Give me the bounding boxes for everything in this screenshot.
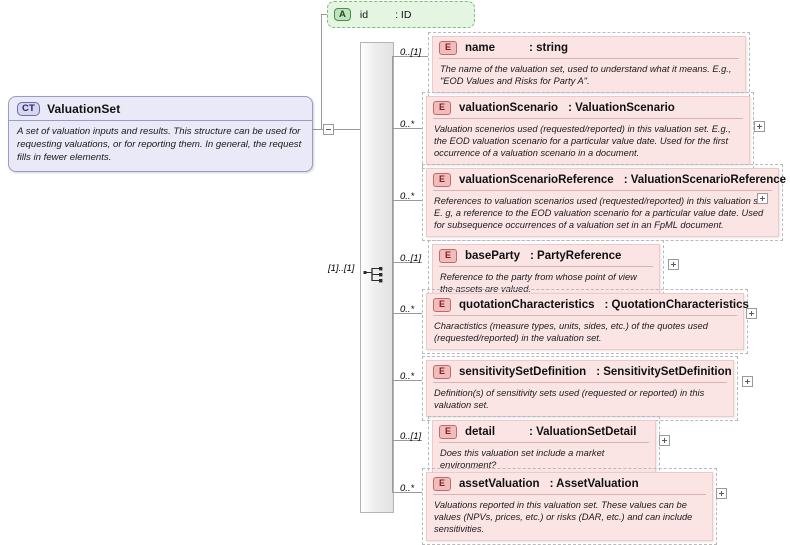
element-quotation-characteristics-documentation: Charactistics (measure types, units, sid… bbox=[433, 314, 737, 350]
element-name-inner: E name : string The name of the valuatio… bbox=[432, 36, 746, 94]
expander-base-party[interactable] bbox=[668, 259, 679, 270]
element-base-party-header: E baseParty : PartyReference bbox=[433, 245, 659, 266]
schema-diagram-canvas: CT ValuationSet A set of valuation input… bbox=[8, 1, 786, 545]
leader-asset-valuation bbox=[392, 492, 422, 493]
cardinality-detail: 0..[1] bbox=[400, 431, 422, 442]
complextype-collapse-toggle[interactable] bbox=[323, 124, 334, 135]
complextype-title: ValuationSet bbox=[47, 102, 121, 116]
element-detail-documentation: Does this valuation set include a market… bbox=[439, 441, 649, 477]
element-detail-inner: E detail : ValuationSetDetail Does this … bbox=[432, 420, 656, 478]
sequence-compositor-icon bbox=[363, 267, 383, 283]
element-sensitivity-set-definition-type: : SensitivitySetDefinition bbox=[596, 365, 732, 378]
element-sensitivity-set-definition-header: E sensitivitySetDefinition : Sensitivity… bbox=[427, 361, 733, 382]
element-spine bbox=[392, 56, 393, 492]
element-asset-valuation-type: : AssetValuation bbox=[549, 477, 639, 490]
element-quotation-characteristics-inner: E quotationCharacteristics : QuotationCh… bbox=[426, 293, 749, 351]
attribute-id[interactable]: A id : ID bbox=[327, 1, 475, 28]
element-valuation-scenario-reference-inner: E valuationScenarioReference : Valuation… bbox=[426, 168, 786, 238]
element-badge: E bbox=[433, 173, 452, 187]
model-group-bar bbox=[360, 42, 394, 513]
element-asset-valuation-label: assetValuation bbox=[459, 477, 540, 490]
cardinality-valuation-scenario-reference: 0..* bbox=[400, 191, 415, 202]
expander-valuation-scenario-reference[interactable] bbox=[757, 193, 768, 204]
leader-valuation-scenario-reference bbox=[392, 200, 422, 201]
element-detail-label: detail bbox=[465, 425, 496, 438]
leader-base-party bbox=[392, 262, 422, 263]
element-badge: E bbox=[433, 477, 452, 491]
complextype-badge: CT bbox=[17, 102, 41, 116]
element-badge: E bbox=[433, 365, 452, 379]
attribute-row: A id : ID bbox=[328, 2, 474, 27]
cardinality-base-party: 0..[1] bbox=[400, 253, 422, 264]
element-name-header: E name : string bbox=[433, 37, 745, 58]
element-valuation-scenario[interactable]: E valuationScenario : ValuationScenario … bbox=[422, 92, 754, 170]
element-detail-header: E detail : ValuationSetDetail bbox=[433, 421, 655, 442]
leader-valuation-scenario bbox=[392, 128, 422, 129]
element-quotation-characteristics-header: E quotationCharacteristics : QuotationCh… bbox=[427, 294, 749, 315]
element-badge: E bbox=[439, 41, 458, 55]
element-detail[interactable]: E detail : ValuationSetDetail Does this … bbox=[428, 416, 660, 482]
attribute-type: : ID bbox=[395, 8, 412, 21]
element-base-party-label: baseParty bbox=[465, 249, 520, 262]
complextype-to-group-line bbox=[334, 129, 360, 130]
attribute-name: id bbox=[359, 8, 369, 21]
element-asset-valuation-documentation: Valuations reported in this valuation se… bbox=[433, 493, 706, 541]
cardinality-quotation-characteristics: 0..* bbox=[400, 304, 415, 315]
element-valuation-scenario-reference-type: : ValuationScenarioReference bbox=[623, 173, 787, 186]
complextype-header: CT ValuationSet bbox=[9, 97, 312, 120]
element-name-type: : string bbox=[529, 41, 569, 54]
element-valuation-scenario-reference-label: valuationScenarioReference bbox=[459, 173, 614, 186]
element-name[interactable]: E name : string The name of the valuatio… bbox=[428, 32, 750, 98]
element-sensitivity-set-definition-inner: E sensitivitySetDefinition : Sensitivity… bbox=[426, 360, 734, 418]
attribute-badge: A bbox=[334, 7, 351, 22]
element-name-documentation: The name of the valuation set, used to u… bbox=[439, 57, 739, 93]
element-valuation-scenario-reference-documentation: References to valuation scenarios used (… bbox=[433, 189, 772, 237]
leader-quotation-characteristics bbox=[392, 313, 422, 314]
complextype-valuationset[interactable]: CT ValuationSet A set of valuation input… bbox=[8, 96, 313, 173]
element-detail-type: : ValuationSetDetail bbox=[529, 425, 637, 438]
expander-sensitivity-set-definition[interactable] bbox=[742, 376, 753, 387]
element-quotation-characteristics[interactable]: E quotationCharacteristics : QuotationCh… bbox=[422, 289, 749, 355]
element-quotation-characteristics-label: quotationCharacteristics bbox=[459, 298, 595, 311]
expander-valuation-scenario[interactable] bbox=[754, 121, 765, 132]
element-valuation-scenario-reference-header: E valuationScenarioReference : Valuation… bbox=[427, 169, 786, 190]
element-valuation-scenario-header: E valuationScenario : ValuationScenario bbox=[427, 97, 749, 118]
element-valuation-scenario-reference[interactable]: E valuationScenarioReference : Valuation… bbox=[422, 164, 786, 242]
leader-sensitivity-set-definition bbox=[392, 380, 422, 381]
cardinality-asset-valuation: 0..* bbox=[400, 483, 415, 494]
element-base-party-type: : PartyReference bbox=[530, 249, 622, 262]
element-valuation-scenario-type: : ValuationScenario bbox=[568, 101, 675, 114]
leader-name bbox=[392, 56, 428, 57]
element-quotation-characteristics-type: : QuotationCharacteristics bbox=[604, 298, 749, 311]
complextype-right-stub bbox=[313, 129, 323, 130]
element-asset-valuation[interactable]: E assetValuation : AssetValuation Valuat… bbox=[422, 468, 717, 545]
element-badge: E bbox=[439, 425, 458, 439]
cardinality-name: 0..[1] bbox=[400, 47, 422, 58]
expander-detail[interactable] bbox=[659, 435, 670, 446]
element-sensitivity-set-definition[interactable]: E sensitivitySetDefinition : Sensitivity… bbox=[422, 356, 738, 422]
element-asset-valuation-inner: E assetValuation : AssetValuation Valuat… bbox=[426, 472, 713, 542]
element-asset-valuation-header: E assetValuation : AssetValuation bbox=[427, 473, 712, 494]
element-base-party-documentation: Reference to the party from whose point … bbox=[439, 265, 653, 301]
element-valuation-scenario-label: valuationScenario bbox=[459, 101, 559, 114]
complextype-documentation: A set of valuation inputs and results. T… bbox=[9, 120, 312, 171]
attribute-connector-vertical bbox=[321, 14, 322, 129]
element-name-label: name bbox=[465, 41, 496, 54]
cardinality-valuation-scenario: 0..* bbox=[400, 119, 415, 130]
leader-detail bbox=[392, 440, 422, 441]
cardinality-sensitivity-set-definition: 0..* bbox=[400, 371, 415, 382]
element-valuation-scenario-documentation: Valuation scenerios used (requested/repo… bbox=[433, 117, 743, 165]
element-badge: E bbox=[433, 101, 452, 115]
compositor-cardinality: [1]..[1] bbox=[328, 263, 355, 274]
element-sensitivity-set-definition-documentation: Definition(s) of sensitivity sets used (… bbox=[433, 381, 727, 417]
element-badge: E bbox=[439, 249, 458, 263]
expander-quotation-characteristics[interactable] bbox=[746, 308, 757, 319]
element-valuation-scenario-inner: E valuationScenario : ValuationScenario … bbox=[426, 96, 750, 166]
expander-asset-valuation[interactable] bbox=[716, 488, 727, 499]
element-sensitivity-set-definition-label: sensitivitySetDefinition bbox=[459, 365, 587, 378]
element-badge: E bbox=[433, 298, 452, 312]
attribute-connector-horizontal bbox=[321, 14, 329, 15]
